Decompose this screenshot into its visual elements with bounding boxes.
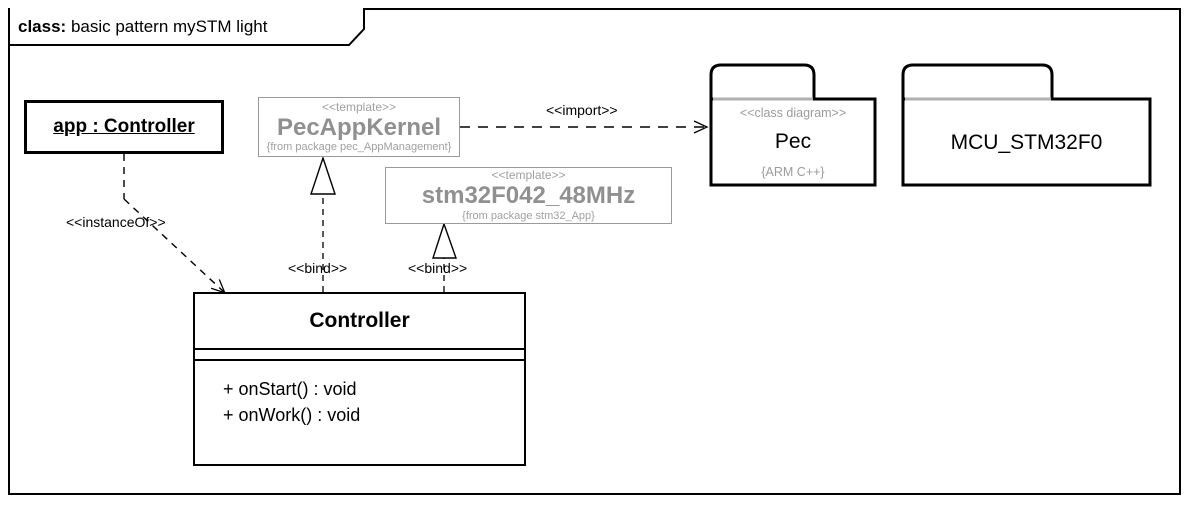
node-controller-class[interactable]: Controller + onStart() : void + onWork()… <box>193 292 526 466</box>
node-app-instance[interactable]: app : Controller <box>24 100 224 154</box>
controller-operation: + onStart() : void <box>223 379 357 399</box>
pec-app-kernel-from: {from package pec_AppManagement} <box>266 141 452 154</box>
stm32-template-name: stm32F042_48MHz <box>421 182 636 210</box>
controller-operations-compartment: + onStart() : void + onWork() : void <box>195 361 524 464</box>
stm32-template-from: {from package stm32_App} <box>462 209 595 222</box>
pec-package-tagged-value: {ARM C++} <box>761 164 825 179</box>
controller-class-name: Controller <box>309 309 410 332</box>
pec-app-kernel-stereotype: <<template>> <box>321 99 397 114</box>
pec-package-name: Pec <box>774 130 812 154</box>
mcu-package-shape <box>901 63 1152 187</box>
frame-tab: class: basic pattern mySTM light <box>8 8 348 44</box>
node-pec-package[interactable]: <<class diagram>> Pec {ARM C++} <box>708 62 878 188</box>
edge-label-instance-of: <<instanceOf>> <box>66 214 166 230</box>
node-mcu-package[interactable]: MCU_STM32F0 <box>900 62 1153 188</box>
frame-title: basic pattern mySTM light <box>70 16 268 36</box>
frame-keyword: class: <box>18 16 67 36</box>
frame-label: class: basic pattern mySTM light <box>18 18 267 35</box>
app-instance-name: app : Controller <box>53 116 195 137</box>
pec-package-shape <box>709 63 877 187</box>
mcu-package-text: MCU_STM32F0 <box>900 103 1153 183</box>
mcu-package-name: MCU_STM32F0 <box>950 131 1103 155</box>
stm32-template-stereotype: <<template>> <box>491 168 566 183</box>
edge-label-bind-pecappkernel: <<bind>> <box>288 260 348 276</box>
edge-label-bind-stm32: <<bind>> <box>408 260 468 276</box>
pec-package-stereotype: <<class diagram>> <box>739 105 847 120</box>
pec-app-kernel-name: PecAppKernel <box>276 113 442 141</box>
frame-tab-shape <box>8 8 372 46</box>
node-stm32-template[interactable]: <<template>> stm32F042_48MHz {from packa… <box>385 167 672 224</box>
controller-name-compartment: Controller <box>195 294 524 350</box>
diagram-frame <box>8 8 1181 495</box>
pec-package-text: <<class diagram>> Pec {ARM C++} <box>708 103 878 183</box>
controller-attributes-compartment <box>195 350 524 361</box>
node-pec-app-kernel[interactable]: <<template>> PecAppKernel {from package … <box>258 97 460 157</box>
edge-label-import: <<import>> <box>546 102 618 118</box>
controller-operation: + onWork() : void <box>223 404 361 425</box>
